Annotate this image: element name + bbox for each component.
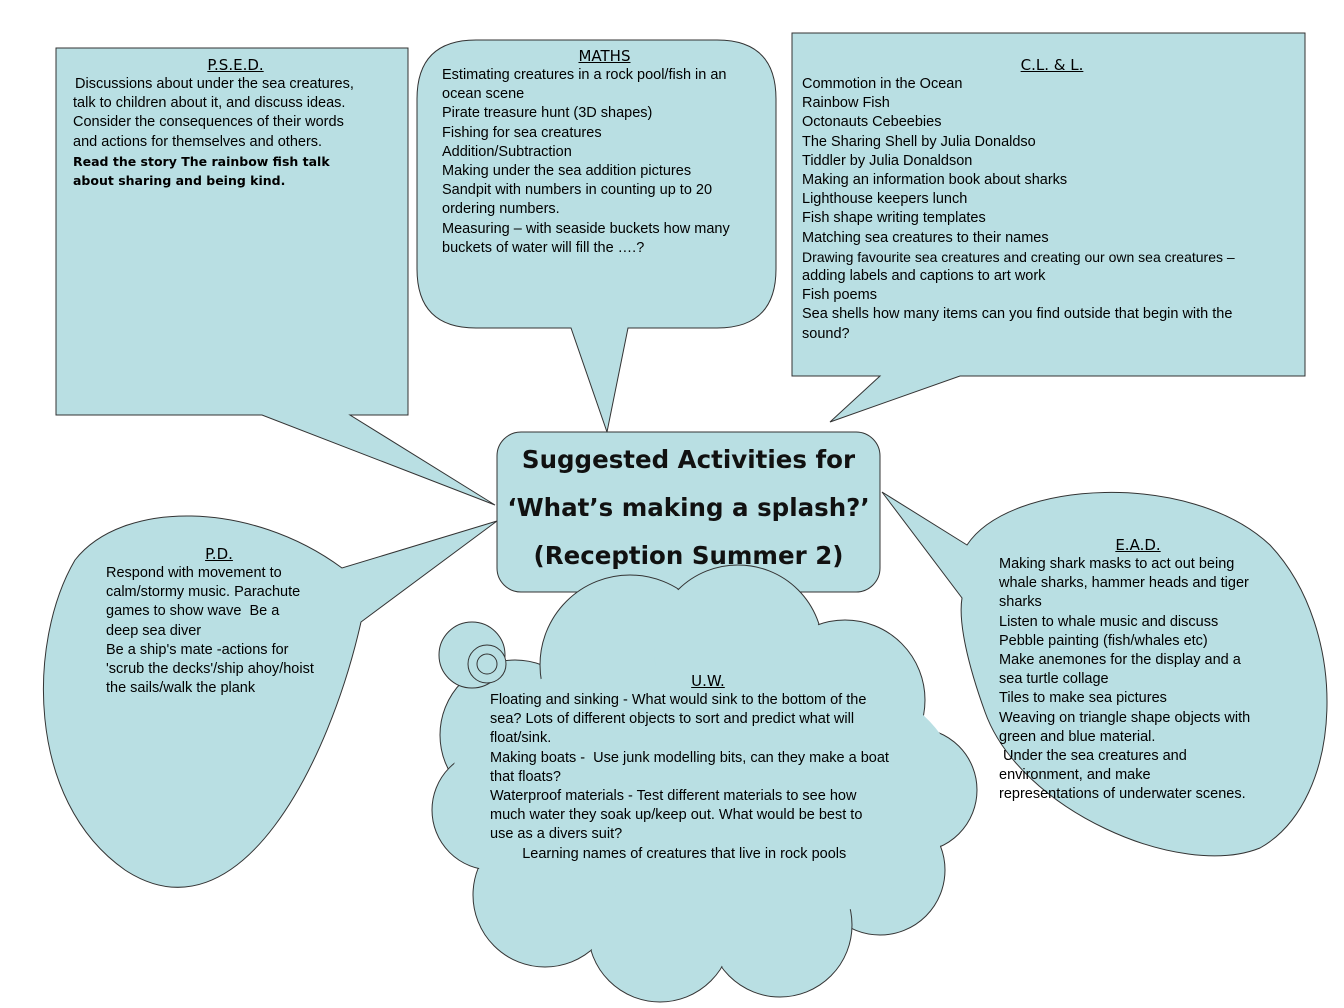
maths-section: MATHS Estimating creatures in a rock poo…	[442, 47, 772, 258]
maths-title: MATHS	[578, 47, 631, 65]
uw-section: U.W. Floating and sinking - What would s…	[490, 672, 930, 864]
uw-line: Making boats - Use junk modelling bits, …	[490, 749, 889, 766]
uw-line: Learning names of creatures that live in…	[490, 845, 847, 862]
pd-line: Respond with movement to	[106, 565, 282, 581]
psed-line: Consider the consequences of their words	[73, 114, 344, 131]
pd-line: Be a ship's mate -actions for	[106, 641, 289, 658]
ead-line: representations of underwater scenes.	[999, 786, 1246, 803]
pd-line: games to show wave Be a	[106, 603, 280, 620]
center-title-line: Suggested Activities for	[521, 445, 856, 474]
ead-line: whale sharks, hammer heads and tiger	[999, 575, 1249, 592]
cll-line: Fish shape writing templates	[802, 210, 986, 227]
ead-line: sharks	[999, 594, 1042, 611]
uw-line: sea? Lots of different objects to sort a…	[490, 711, 855, 728]
pd-line: calm/stormy music. Parachute	[106, 584, 301, 601]
maths-line: Sandpit with numbers in counting up to 2…	[442, 182, 713, 199]
cll-line: Tiddler by Julia Donaldson	[802, 152, 973, 169]
cll-line: Lighthouse keepers lunch	[802, 191, 968, 208]
uw-line: Waterproof materials - Test different ma…	[490, 788, 857, 805]
cll-line: Commotion in the Ocean	[802, 76, 963, 92]
uw-line: much water they soak up/keep out. What w…	[490, 807, 863, 824]
psed-line: talk to children about it, and discuss i…	[73, 95, 346, 112]
pd-section: P.D. Respond with movement to calm/storm…	[106, 545, 346, 698]
uw-title: U.W.	[691, 672, 725, 690]
cll-line: Matching sea creatures to their names	[802, 229, 1049, 246]
uw-line: use as a divers suit?	[490, 826, 623, 843]
maths-line: buckets of water will fill the ….?	[442, 239, 645, 256]
cll-title: C.L. & L.	[1020, 56, 1084, 74]
ead-title: E.A.D.	[1115, 536, 1161, 554]
pd-callout	[42, 515, 498, 888]
pd-title: P.D.	[205, 545, 233, 563]
cll-line: Fish poems	[802, 287, 877, 304]
cll-line: sound?	[802, 325, 850, 342]
uw-bubble-small	[476, 653, 498, 675]
maths-line: Fishing for sea creatures	[442, 124, 602, 141]
psed-section: P.S.E.D. Discussions about under the sea…	[73, 56, 403, 190]
cll-line: Octonauts Cebeebies	[802, 114, 942, 131]
psed-story-line: about sharing and being kind.	[73, 172, 286, 188]
maths-callout	[416, 39, 777, 434]
pd-line: 'scrub the decks'/ship ahoy/hoist	[106, 661, 314, 678]
maths-line: ordering numbers.	[442, 201, 560, 218]
cll-line: Making an information book about sharks	[802, 172, 1068, 189]
ead-line: Under the sea creatures and	[999, 748, 1187, 765]
ead-line: Make anemones for the display and a	[999, 652, 1241, 669]
psed-line: and actions for themselves and others.	[73, 133, 323, 150]
uw-line: float/sink.	[490, 730, 552, 747]
maths-line: Making under the sea addition pictures	[442, 163, 692, 180]
cll-line: Drawing favourite sea creatures and crea…	[802, 248, 1235, 265]
ead-line: Weaving on triangle shape objects with	[999, 709, 1251, 726]
ead-section: E.A.D. Making shark masks to act out bei…	[999, 536, 1299, 805]
uw-line: that floats?	[490, 768, 561, 785]
cll-section: C.L. & L. Commotion in the Ocean Rainbow…	[802, 56, 1302, 344]
pd-line: deep sea diver	[106, 622, 202, 639]
psed-story-line: Read the story The rainbow fish talk	[73, 153, 330, 169]
maths-line: Estimating creatures in a rock pool/fish…	[442, 67, 727, 83]
ead-line: Tiles to make sea pictures	[999, 690, 1167, 707]
cll-line: Sea shells how many items can you find o…	[802, 306, 1233, 323]
ead-callout	[881, 491, 1328, 857]
maths-line: Addition/Subtraction	[442, 143, 572, 160]
cll-callout	[791, 32, 1306, 423]
center-title-line: ‘What’s making a splash?’	[507, 493, 870, 522]
cll-line: adding labels and captions to art work	[802, 268, 1046, 285]
psed-title: P.S.E.D.	[207, 56, 264, 74]
uw-line: Floating and sinking - What would sink t…	[490, 692, 867, 708]
maths-line: Pirate treasure hunt (3D shapes)	[442, 105, 653, 122]
psed-line: Discussions about under the sea creature…	[75, 76, 354, 92]
ead-line: green and blue material.	[999, 728, 1156, 745]
center-title: Suggested Activities for ‘What’s making …	[497, 436, 880, 580]
psed-callout	[55, 47, 496, 506]
ead-line: Listen to whale music and discuss	[999, 613, 1219, 630]
ead-line: sea turtle collage	[999, 671, 1109, 688]
ead-line: environment, and make	[999, 767, 1151, 784]
maths-line: ocean scene	[442, 86, 525, 103]
cll-line: The Sharing Shell by Julia Donaldso	[802, 133, 1036, 150]
ead-line: Pebble painting (fish/whales etc)	[999, 632, 1208, 649]
pd-line: the sails/walk the plank	[106, 680, 256, 697]
ead-line: Making shark masks to act out being	[999, 556, 1235, 572]
center-title-line: (Reception Summer 2)	[533, 541, 844, 570]
maths-line: Measuring – with seaside buckets how man…	[442, 220, 730, 237]
cll-line: Rainbow Fish	[802, 95, 890, 112]
